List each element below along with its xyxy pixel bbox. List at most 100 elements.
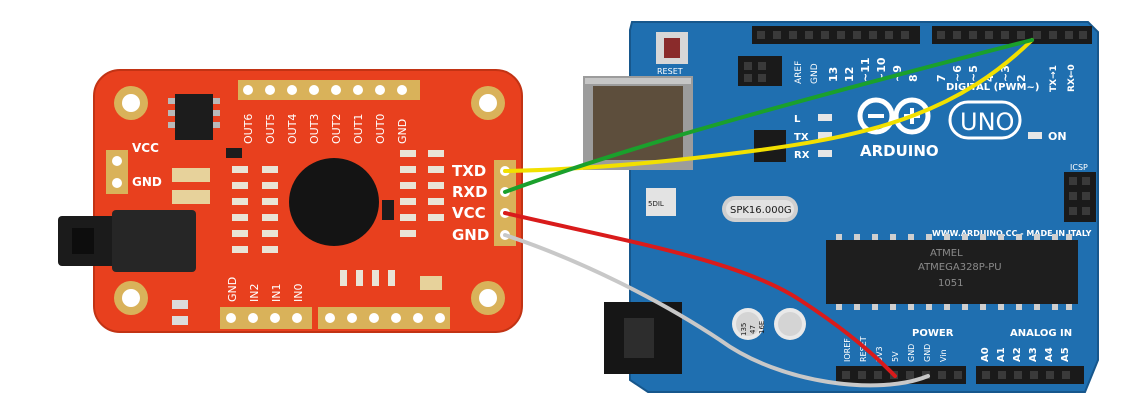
- power-header-label: POWER: [912, 328, 954, 339]
- cap-label-3: 16E: [758, 321, 766, 334]
- chip-label-maker: ATMEL: [930, 248, 963, 259]
- reset-label: RESET: [657, 67, 683, 76]
- audio-jack: [58, 210, 196, 272]
- smd-chip: [226, 148, 242, 158]
- capacitor: [172, 190, 210, 204]
- input-header: [220, 307, 450, 329]
- regulator-label: 5DIL: [648, 200, 664, 208]
- power-pin-label-ioref: IOREF: [843, 338, 852, 362]
- eeprom-chip: [168, 94, 220, 140]
- output-label-0: OUT6: [242, 114, 255, 144]
- usb-connector: [583, 76, 693, 170]
- rx-label: RX: [794, 150, 810, 161]
- analog-pin-label-a4: A4: [1044, 347, 1055, 362]
- uno-label: UNO: [960, 108, 1014, 136]
- smd-chip: [382, 200, 394, 220]
- digital-pin-label-10: ~10: [875, 57, 888, 82]
- power-pin-label-vin: Vin: [939, 349, 948, 362]
- output-label-7: GND: [396, 119, 409, 144]
- tx-label: TX: [794, 132, 809, 143]
- wire-vcc-red: [503, 211, 897, 378]
- input-label-0: GND: [226, 277, 239, 302]
- power-pin-header: [106, 150, 128, 194]
- arduino-uno: RESET AREF GND 13 12 ~11 ~10 ~9 8 7 ~6: [583, 21, 1099, 393]
- chip-label-code: 1051: [938, 278, 963, 289]
- capacitor: [172, 168, 210, 182]
- main-processor-blob: [289, 158, 379, 246]
- voice-module: OUT6 OUT5 OUT4 OUT3 OUT2 OUT1 OUT0 GND V…: [58, 69, 523, 333]
- l-led: [818, 114, 832, 121]
- icsp-header: [1064, 172, 1096, 222]
- jumper-header: [738, 56, 782, 86]
- pin-label-gnd: GND: [452, 226, 489, 244]
- pin-label-txd: TXD: [452, 162, 486, 180]
- icsp-label: ICSP: [1070, 163, 1088, 172]
- electrolytic-capacitor: [732, 308, 764, 340]
- digital-pin-label-6: ~6: [951, 65, 964, 82]
- pin-label-rxd: RXD: [452, 183, 488, 201]
- output-label-3: OUT3: [308, 114, 321, 144]
- output-labels: OUT6 OUT5 OUT4 OUT3 OUT2 OUT1 OUT0 GND: [242, 114, 409, 144]
- aref-label: AREF: [794, 61, 804, 84]
- analog-pin-label-a3: A3: [1028, 347, 1039, 362]
- analog-pin-labels: A0 A1 A2 A3 A4 A5: [980, 347, 1071, 362]
- rx-led: [818, 150, 832, 157]
- bottom-headers: [836, 366, 1084, 384]
- uno-logo-frame: [948, 100, 1022, 140]
- mounting-hole: [114, 281, 148, 315]
- input-label-2: IN1: [270, 284, 283, 302]
- website-label: WWW.ARDUINO.CC - MADE IN ITALY: [932, 229, 1092, 238]
- wires: [503, 38, 1034, 388]
- crystal-oscillator: [722, 196, 798, 222]
- digital-pin-label-11: ~11: [859, 57, 872, 82]
- output-label-5: OUT1: [352, 114, 365, 144]
- crystal-label: SPK16.000G: [730, 205, 792, 216]
- led: [172, 300, 188, 309]
- analog-pin-label-a0: A0: [980, 347, 991, 362]
- led: [172, 316, 188, 325]
- power-pin-label-gnd-2: GND: [923, 344, 932, 362]
- digital-header-label: DIGITAL (PWM~): [946, 82, 1039, 93]
- digital-pin-label-0: RX←0: [1067, 64, 1077, 92]
- dc-power-jack: [604, 302, 682, 374]
- serial-pin-labels: TXD RXD VCC GND: [452, 162, 489, 244]
- digital-pin-label-8: 8: [907, 74, 920, 82]
- arduino-brand: ARDUINO: [860, 142, 939, 160]
- power-pin-label-gnd-1: GND: [907, 344, 916, 362]
- output-label-2: OUT4: [286, 114, 299, 144]
- cap-label-1: 135: [740, 323, 748, 336]
- digital-pin-label-5: ~5: [967, 65, 980, 82]
- output-label-4: OUT2: [330, 114, 343, 144]
- digital-pin-label-13: 13: [827, 67, 840, 82]
- crystal-small: [420, 276, 442, 290]
- digital-pin-label-7: 7: [935, 74, 948, 82]
- power-label-vcc: VCC: [132, 141, 159, 155]
- digital-pin-label-3: ~3: [999, 65, 1012, 82]
- digital-pin-label-1: TX→1: [1049, 65, 1059, 92]
- l-label: L: [794, 114, 801, 125]
- input-labels: GND IN2 IN1 IN0: [226, 277, 305, 302]
- digital-header: [752, 26, 1092, 44]
- analog-pin-label-a5: A5: [1060, 347, 1071, 362]
- mounting-hole: [114, 86, 148, 120]
- on-label: ON: [1048, 130, 1067, 143]
- atmega-chip: ATMEGA328P-PU 1051 ATMEL: [826, 234, 1078, 310]
- cap-label-2: 47: [749, 325, 757, 334]
- gnd-label-top: GND: [810, 63, 820, 84]
- power-pin-label-5v: 5V: [891, 351, 900, 362]
- reset-button[interactable]: [656, 32, 688, 64]
- smd-components: [232, 150, 444, 286]
- voltage-regulator: [646, 188, 676, 216]
- input-label-3: IN0: [292, 284, 305, 302]
- digital-pin-label-2: 2: [1015, 74, 1028, 82]
- tx-led: [818, 132, 832, 139]
- on-led: [1028, 132, 1042, 139]
- input-label-1: IN2: [248, 284, 261, 302]
- output-label-1: OUT5: [264, 114, 277, 144]
- mounting-hole: [471, 86, 505, 120]
- analog-pin-label-a2: A2: [1012, 347, 1023, 362]
- analog-header-label: ANALOG IN: [1010, 328, 1072, 339]
- wire-rxd-green: [503, 38, 1034, 194]
- digital-pin-label-12: 12: [843, 67, 856, 82]
